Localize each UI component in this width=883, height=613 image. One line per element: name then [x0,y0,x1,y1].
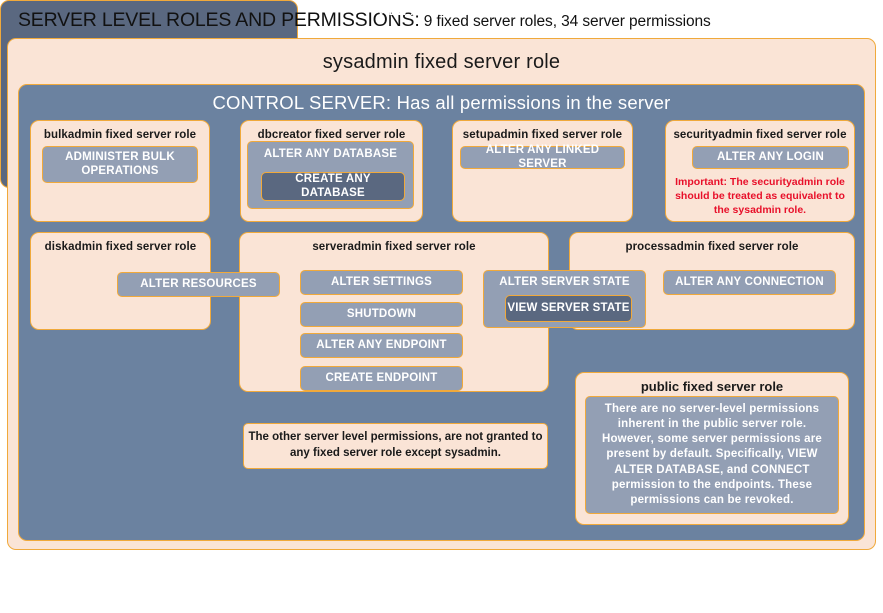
role-box-setupadmin: setupadmin fixed server role [452,120,633,222]
permission-administer-bulk-operations: ADMINISTER BULK OPERATIONS [42,146,198,183]
sysadmin-role-label: sysadmin fixed server role [322,51,561,73]
page-title-main: SERVER LEVEL ROLES AND PERMISSIONS: [18,9,420,31]
permission-alter-server-state: ALTER SERVER STATE VIEW SERVER STATE [483,270,646,328]
page-title-subtitle: 9 fixed server roles, 34 server permissi… [419,13,711,30]
role-label-bulkadmin: bulkadmin fixed server role [43,129,197,141]
permission-alter-settings: ALTER SETTINGS [300,270,463,295]
permission-alter-any-linked-server: ALTER ANY LINKED SERVER [460,144,625,170]
permission-alter-any-database: ALTER ANY DATABASE CREATE ANY DATABASE [247,141,414,209]
permission-create-endpoint: CREATE ENDPOINT [300,366,463,391]
permission-alter-any-connection: ALTER ANY CONNECTION [663,270,836,295]
page-title: SERVER LEVEL ROLES AND PERMISSIONS: 9 fi… [18,9,868,35]
other-permissions-note: The other server level permissions, are … [243,423,548,469]
footer-version-label: SQL Server 2017 [51,599,147,613]
role-label-processadmin: processadmin fixed server role [625,241,799,253]
permission-alter-any-login: ALTER ANY LOGIN [692,146,849,169]
permission-shutdown: SHUTDOWN [300,302,463,327]
permission-view-any-definition-label: VIEW ANY DEFINITION [377,6,506,18]
permission-view-server-state: VIEW SERVER STATE [505,295,632,322]
control-server-label: CONTROL SERVER: Has all permissions in t… [212,92,671,113]
permission-create-any-database: CREATE ANY DATABASE [261,172,405,201]
permission-alter-any-database-label: ALTER ANY DATABASE [263,148,398,160]
public-role-note: There are no server-level permissions in… [585,396,839,514]
role-label-public: public fixed server role [640,379,784,394]
role-label-serveradmin: serveradmin fixed server role [312,241,476,253]
securityadmin-warning-text: Important: The securityadmin role should… [675,176,845,216]
role-label-securityadmin: securityadmin fixed server role [673,129,847,141]
role-box-securityadmin: securityadmin fixed server role [665,120,855,222]
permission-alter-resources: ALTER RESOURCES [117,272,280,297]
permission-alter-server-state-label: ALTER SERVER STATE [499,276,630,288]
role-label-setupadmin: setupadmin fixed server role [462,129,623,141]
role-label-diskadmin: diskadmin fixed server role [44,241,197,253]
role-label-dbcreator: dbcreator fixed server role [257,129,406,141]
permission-alter-any-endpoint: ALTER ANY ENDPOINT [300,333,463,358]
